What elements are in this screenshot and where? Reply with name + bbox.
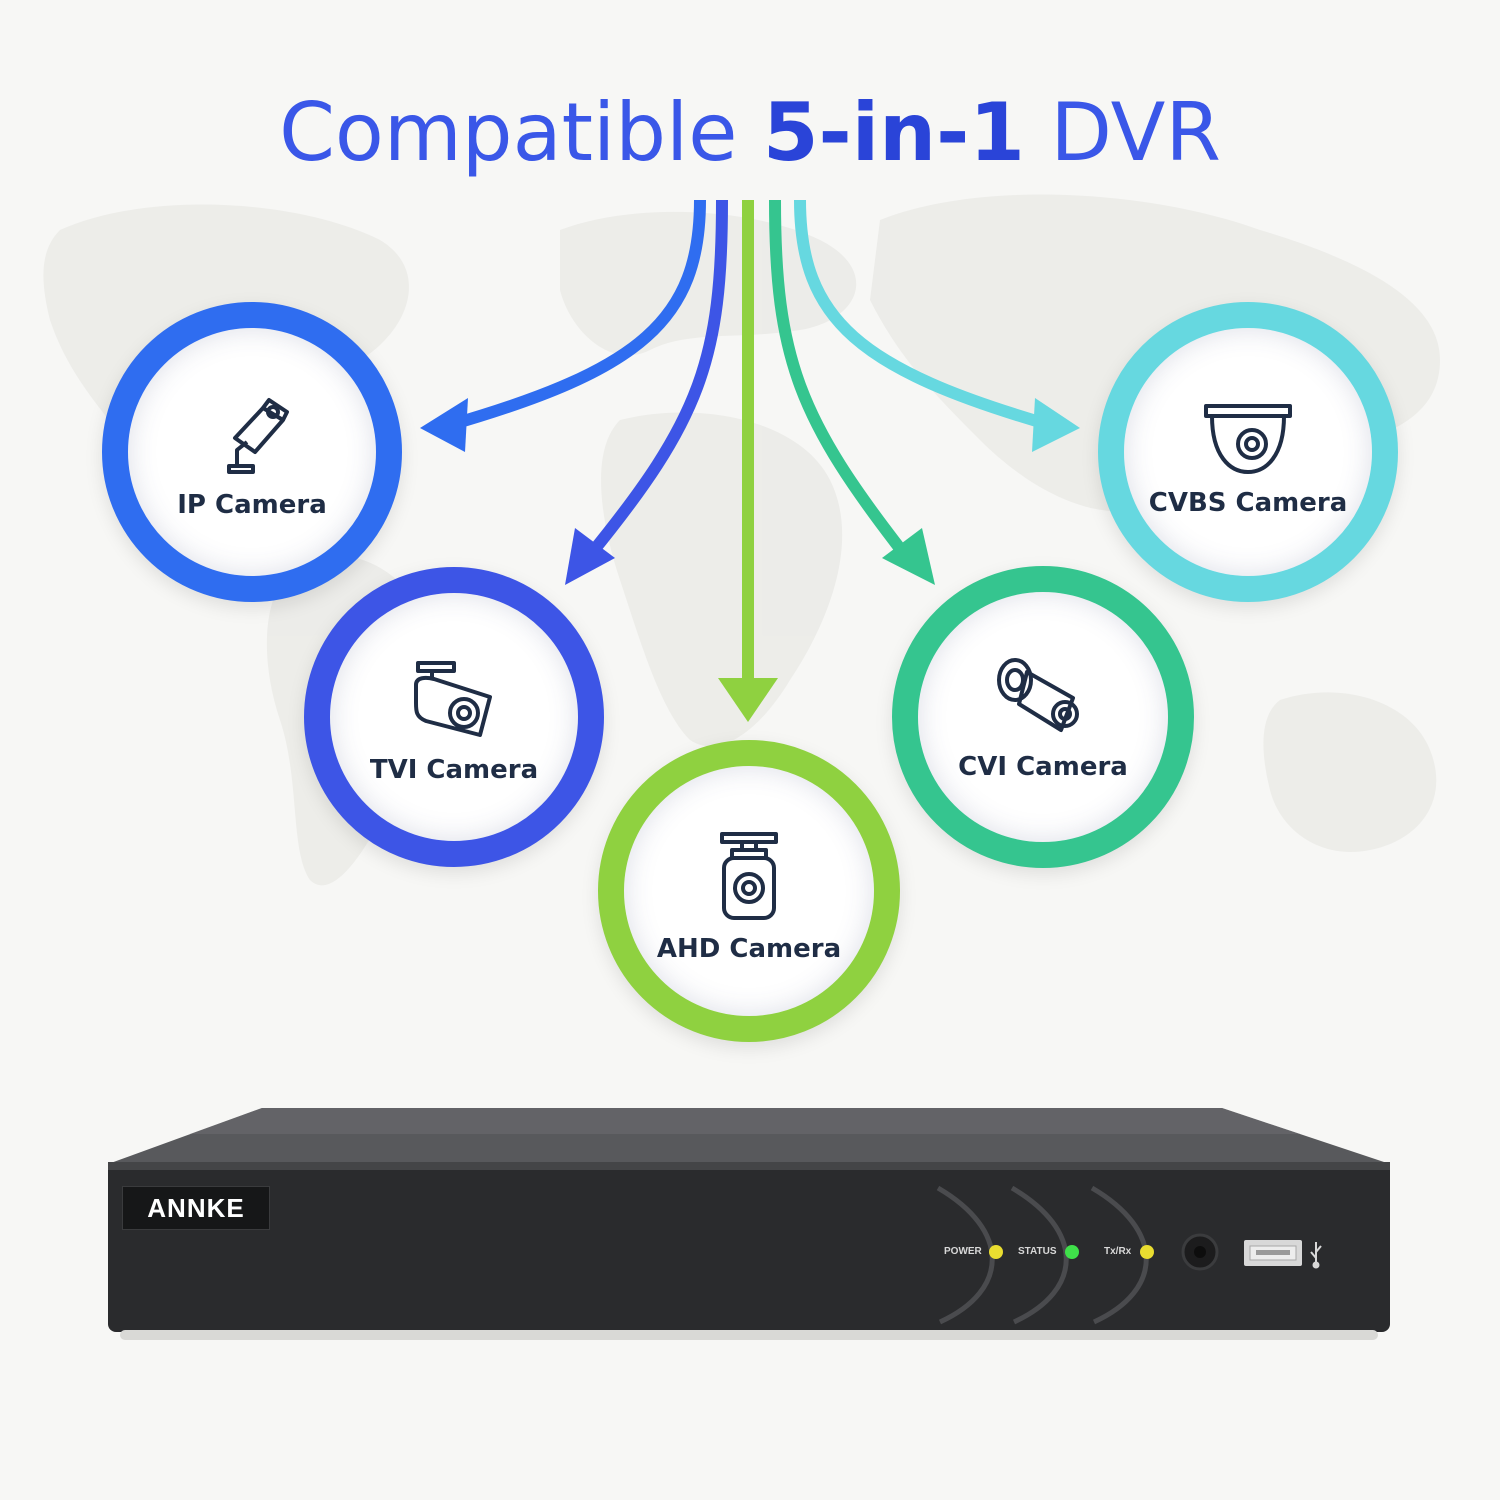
- tvi-camera-label: TVI Camera: [369, 755, 539, 785]
- arrowhead-ahd-camera: [718, 678, 778, 722]
- led-groove-status: [1010, 1185, 1069, 1325]
- txrx-led-icon: [1140, 1245, 1154, 1259]
- cvi-camera-bubble: CVI Camera: [892, 566, 1194, 868]
- headline-prefix: Compatible: [279, 86, 738, 179]
- cvbs-camera-bubble: CVBS Camera: [1098, 302, 1398, 602]
- power-led-label: POWER: [944, 1246, 982, 1257]
- ahd-camera-label: AHD Camera: [656, 934, 842, 964]
- audio-jack-hole: [1194, 1246, 1206, 1258]
- arrow-to-cvbs-camera: [794, 199, 1052, 431]
- cvbs-camera-label: CVBS Camera: [1148, 488, 1348, 518]
- status-led-label: STATUS: [1018, 1246, 1057, 1257]
- dvr-recorder: [108, 1108, 1390, 1340]
- bullet-camera-angled-icon: [997, 658, 1079, 732]
- txrx-led-label: Tx/Rx: [1104, 1246, 1132, 1257]
- cvi-camera-label: CVI Camera: [958, 752, 1128, 782]
- tvi-camera-bubble: TVI Camera: [304, 567, 604, 867]
- usb-port-icon: [1244, 1240, 1302, 1266]
- bullet-camera-on-mount-icon: [227, 398, 289, 474]
- arrowhead-cvbs-camera: [1032, 398, 1080, 452]
- arrow-to-cvi-camera: [769, 199, 910, 559]
- status-led-icon: [1065, 1245, 1079, 1259]
- power-led-icon: [989, 1245, 1003, 1259]
- brand-logo: ANNKE: [122, 1186, 270, 1230]
- dome-camera-icon: [1204, 404, 1292, 474]
- dvr-front-panel: [108, 1162, 1390, 1332]
- arrowhead-cvi-camera: [882, 528, 935, 585]
- arrow-to-tvi-camera: [585, 199, 728, 559]
- usb-symbol-icon: [1310, 1242, 1322, 1269]
- dvr-bottom-shadow: [120, 1330, 1378, 1340]
- dvr-top-shine: [190, 1108, 1300, 1134]
- arrowhead-ip-camera: [420, 398, 468, 452]
- ip-camera-label: IP Camera: [177, 490, 327, 520]
- box-camera-icon: [720, 832, 778, 920]
- headline-suffix: DVR: [1050, 86, 1221, 179]
- ahd-camera-bubble: AHD Camera: [598, 740, 900, 1042]
- ip-camera-bubble: IP Camera: [102, 302, 402, 602]
- dvr-front-highlight: [108, 1162, 1390, 1170]
- headline: Compatible 5-in-1 DVR: [0, 88, 1500, 178]
- headline-emphasis: 5-in-1: [762, 86, 1025, 179]
- bullet-camera-icon: [414, 661, 492, 737]
- arrowhead-tvi-camera: [565, 528, 615, 585]
- arrow-to-ip-camera: [448, 199, 706, 431]
- connector-arrows: [420, 199, 1080, 722]
- led-groove-power: [936, 1185, 995, 1325]
